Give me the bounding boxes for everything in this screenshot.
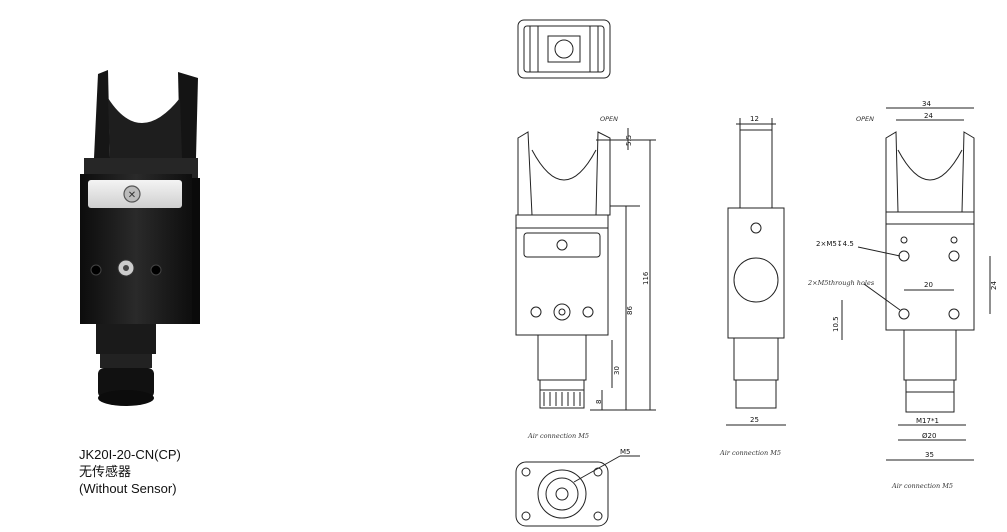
air-connection-side: Air connection M5 xyxy=(719,449,781,457)
hole-note-1: 2×M5↧4.5 xyxy=(816,240,854,248)
dim-10-5: 10.5 xyxy=(832,316,840,332)
dim-dia-20: Ø20 xyxy=(922,432,936,440)
name-en: (Without Sensor) xyxy=(79,481,177,496)
product-photo: ✕ xyxy=(80,70,200,406)
dim-thread: M17*1 xyxy=(916,417,939,425)
open-label-front: OPEN xyxy=(600,115,618,123)
dim-20: 20 xyxy=(924,281,933,289)
dim-34: 34 xyxy=(922,100,931,108)
top-view xyxy=(517,19,611,79)
dim-30: 30 xyxy=(613,366,621,375)
side-view xyxy=(726,118,786,426)
bottom-m5: M5 xyxy=(620,448,631,456)
name-cn: 无传感器 xyxy=(79,464,132,479)
dim-116: 116 xyxy=(642,271,650,285)
hole-note-2: 2×M5through holes xyxy=(807,279,875,287)
dim-86: 86 xyxy=(626,306,634,315)
open-label-right: OPEN xyxy=(856,115,874,123)
front-view xyxy=(515,128,656,411)
right-view xyxy=(841,107,991,461)
dim-24-side: 24 xyxy=(990,281,998,290)
bottom-view xyxy=(515,455,640,527)
dim-35: 35 xyxy=(925,451,934,459)
dim-25: 25 xyxy=(750,416,759,424)
model-name: JK20I-20-CN(CP) xyxy=(79,447,181,462)
dim-12: 12 xyxy=(750,115,759,123)
air-connection-front: Air connection M5 xyxy=(527,432,589,440)
product-caption: JK20I-20-CN(CP) 无传感器 (Without Sensor) xyxy=(79,446,181,497)
dim-8: 8 xyxy=(595,400,603,404)
dim-24-top: 24 xyxy=(924,112,933,120)
dim-5-5: 5.5 xyxy=(625,135,633,146)
svg-text:✕: ✕ xyxy=(128,190,136,201)
air-connection-right: Air connection M5 xyxy=(891,482,953,490)
